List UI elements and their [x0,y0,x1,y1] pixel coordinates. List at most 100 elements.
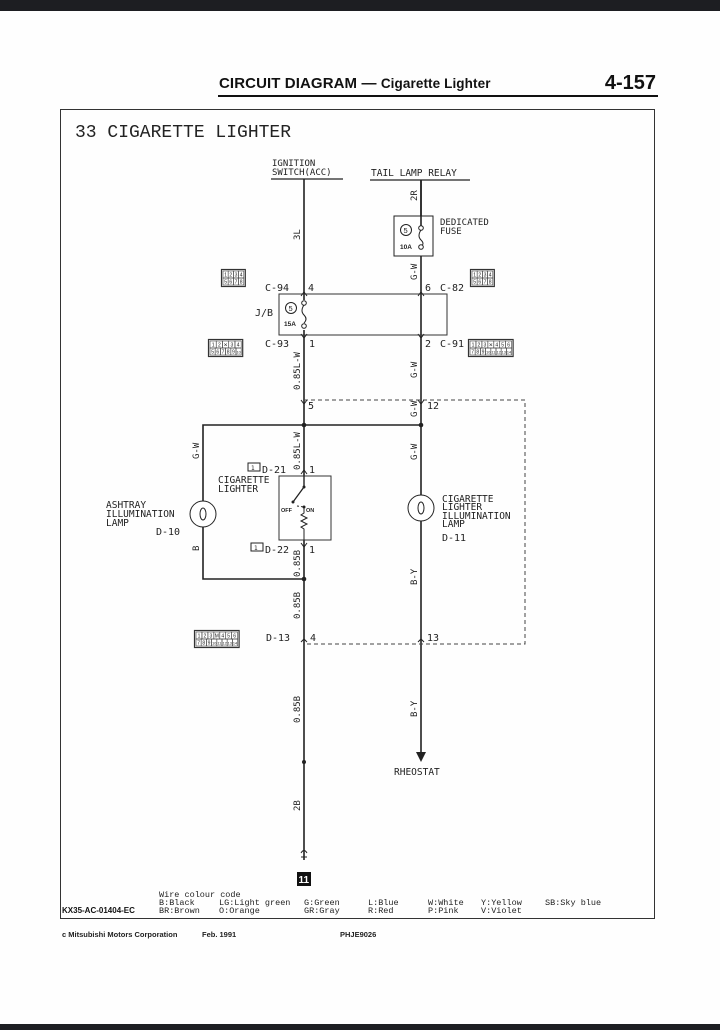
connector-pin-number: 8 [202,641,205,647]
c91-label: C-91 [440,339,464,350]
wire-085b-2: 0.85B [293,592,303,619]
footer-doc-id: PHJE9026 [340,930,377,939]
ashtray-label-3: LAMP [106,518,129,529]
wire-085lw-2: 0.85L-W [293,431,303,470]
rheostat-arrow-icon [416,752,426,762]
connector-pin-number: 7 [471,350,474,356]
ignition-label-2: SWITCH(ACC) [272,168,332,178]
lighter-illumination-lamp: CIGARETTE LIGHTER ILLUMINATION LAMP D-11 [407,494,511,544]
connector-pin-number: 3 [230,343,233,349]
connector-pin-number: 9 [482,350,485,356]
legend-col-7: SB:Sky blue [545,898,602,908]
header-rule [218,95,658,97]
c93-label: C-93 [265,339,289,350]
connector-pin-number: 8 [476,350,479,356]
connector-pin-number: 7 [484,280,487,286]
lighter-label-2: LIGHTER [218,484,258,495]
heater-resistor-icon [299,508,309,540]
diagram-frame [60,109,655,919]
ashtray-id: D-10 [156,527,180,538]
footer-copyright: c Mitsubishi Motors Corporation [62,930,178,939]
bottom-bar [0,1024,720,1030]
connector-pin-number: 5 [501,343,504,349]
header-dash: — [361,75,377,92]
lamp-icon [189,500,217,528]
d13-pin-4: 4 [310,633,316,644]
jb-label: J/B [255,308,273,319]
dedicated-fuse-rating: 10A [400,244,412,251]
d21-pin: 1 [309,465,315,476]
cigarette-lighter: OFF ON CIGARETTE LIGHTER 1 D-21 1 1 D-22… [218,462,332,556]
page-header-title: CIRCUIT DIAGRAM — Cigarette Lighter [219,75,491,92]
switch-on-label: ON [306,508,314,514]
connector-pin-number: 8 [240,280,243,286]
switch-off-label: OFF [281,508,293,514]
connector-pin-number: 2 [204,634,207,640]
connector-pin-number: 3 [484,273,487,279]
connector-pin-number: 3 [483,343,486,349]
connector-pin-number: 2 [229,273,232,279]
connector-pin-number: 14 [233,642,237,646]
wire-gw-2: G-W [410,361,420,378]
connector-pin-number: 3 [209,634,212,640]
connector-pin-number: 6 [229,280,232,286]
connector-pin-number: 10 [486,351,490,355]
connector-pin-number: 12 [222,642,226,646]
d22-label: D-22 [265,545,289,556]
junction-dot [418,422,424,428]
connector-pin-number: 1 [224,273,227,279]
d13-label: D-13 [266,633,290,644]
junction-dot [301,576,307,582]
wire-gw-4: G-W [410,443,420,460]
wire-by-2: B-Y [410,700,420,717]
d22-connector-icon [250,542,264,552]
wire-by-1: B-Y [410,568,420,585]
jb-fuse-icon [301,304,307,324]
dedicated-fuse-box [393,215,434,257]
ground: 11 [297,850,311,886]
dedicated-fuse-label-1: DEDICATED [440,218,489,228]
jb-fuse-rating: 15A [284,321,296,328]
connector-pin-number: 11 [217,642,221,646]
wire-2b: 2B [293,800,303,811]
connector-pin-number: 4 [240,273,243,279]
connector-pin-number: 8 [227,350,230,356]
connector-pin-number: 4 [489,273,492,279]
pin-5: 5 [308,401,314,412]
connector-pin-number: 1 [198,634,201,640]
legend-title: Wire colour code [159,890,241,900]
wire-3L: 3L [293,229,303,240]
ashtray-label-2: ILLUMINATION [106,509,175,520]
legend-col-3: G:Green GR:Gray [304,898,340,916]
wire-b-left: B [192,546,202,551]
ashtray-lamp: ASHTRAY ILLUMINATION LAMP D-10 [106,500,217,538]
legend-col-1: B:Black BR:Brown [159,898,200,916]
wire-085b-1: 0.85B [293,550,303,577]
connector-pin-number: 5 [227,634,230,640]
ignition-label-1: IGNITION [272,159,315,169]
dedicated-fuse-label-2: FUSE [440,227,462,237]
connector-pin-number: 7 [235,280,238,286]
fuse-number-circle [400,224,412,236]
wire-085b-3: 0.85B [293,696,303,723]
connector-pin-number: 9 [208,641,211,647]
header-subtitle: Cigarette Lighter [380,76,491,91]
connector-pin-number: 5 [211,350,214,356]
d21-label: D-21 [262,465,286,476]
legend-col-5: W:White P:Pink [428,898,464,916]
connector-pin-number: M [215,634,219,640]
ashtray-label-1: ASHTRAY [106,500,146,511]
connector-pin-number: 13 [502,351,506,355]
connector-pin-number: 8 [489,280,492,286]
rheostat-label: RHEOSTAT [394,767,440,778]
ground-number: 11 [299,875,310,886]
connector-pin-number: 6 [216,350,219,356]
legend-col-6: Y:Yellow V:Violet [481,898,522,916]
illum-label-1: CIGARETTE [442,494,494,505]
connector-pin-number: 6 [507,343,510,349]
connector-pin-number: 5 [473,280,476,286]
